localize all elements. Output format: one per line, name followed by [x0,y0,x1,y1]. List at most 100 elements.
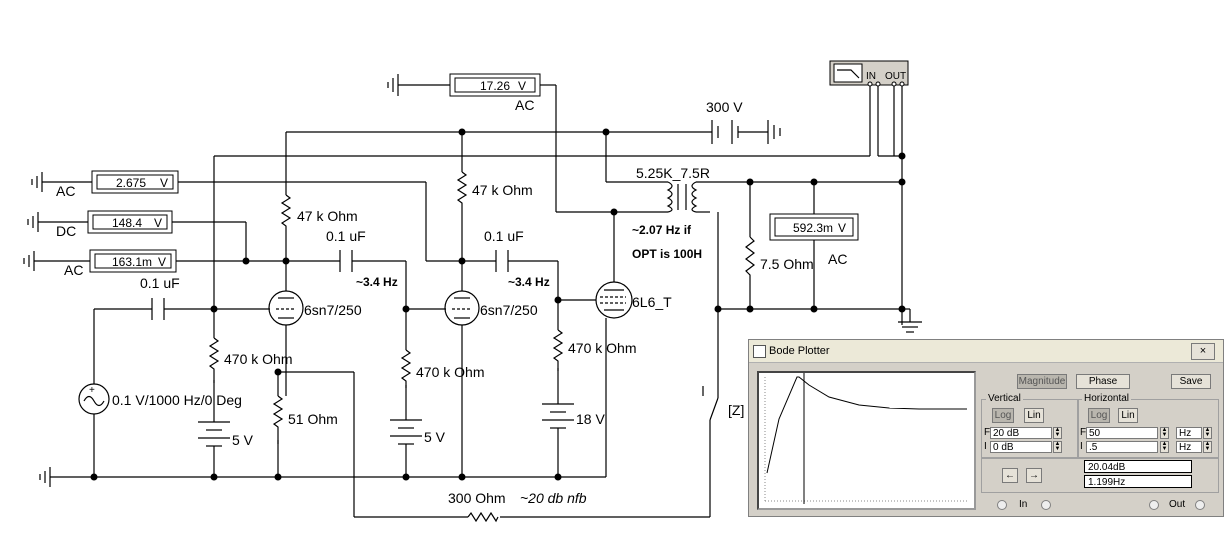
svg-text:2.675: 2.675 [116,176,146,190]
label-r300: 300 Ohm [448,490,506,506]
vertical-i-label: I [984,441,987,452]
tube-6sn7-a [268,290,304,326]
horizontal-initial-unit-spinner[interactable]: ▲▼ [1203,441,1212,453]
cursor-right-button[interactable]: → [1026,468,1042,483]
cursor-left-button[interactable]: ← [1002,468,1018,483]
horizontal-final-spinner[interactable]: ▲▼ [1160,427,1169,439]
label-r47k-a: 47 k Ohm [297,208,358,224]
bode-title-bar[interactable]: Bode Plotter × [749,340,1223,363]
phase-button[interactable]: Phase [1076,374,1130,389]
capacitor-input [151,298,165,320]
bode-plotter-icon[interactable]: IN OUT [829,60,909,87]
label-note-1: ~2.07 Hz if [632,223,692,237]
horizontal-final-unit-spinner[interactable]: ▲▼ [1203,427,1212,439]
bode-window-icon [753,345,766,358]
tube-6sn7-b [444,290,480,326]
battery-18v [542,403,574,434]
label-tube-2: 6sn7/250 [480,302,538,318]
close-icon[interactable]: × [1191,343,1215,360]
label-c01-a: 0.1 uF [326,228,366,244]
resistor-47k-b [456,171,468,210]
vertical-final-field[interactable]: 20 dB [990,427,1052,439]
output-transformer [666,181,698,213]
bode-plot-svg [764,373,967,504]
label-bat-5v-b: 5 V [424,429,446,445]
ground-symbol [387,74,399,96]
readout-frequency: 1.199Hz [1084,475,1192,488]
horizontal-lin-button[interactable]: Lin [1118,408,1138,423]
svg-text:V: V [518,79,526,93]
voltmeter-left3: 163.1m V [89,249,177,273]
vertical-final-spinner[interactable]: ▲▼ [1053,427,1062,439]
label-note-2: OPT is 100H [632,247,702,261]
in-terminal-minus[interactable] [997,500,1007,510]
vertical-log-button[interactable]: Log [992,408,1014,423]
save-button[interactable]: Save [1171,374,1211,389]
readout-magnitude: 20.04dB [1084,460,1192,473]
switch-z [702,386,719,421]
svg-text:592.3m: 592.3m [793,221,833,235]
voltmeter-left1: 2.675 V [91,170,179,194]
capacitor-a [339,250,353,272]
label-300v: 300 V [706,99,743,115]
resistor-47k-a [280,194,292,233]
label-tube-3: 6L6_T [632,294,672,310]
svg-text:V: V [160,176,168,190]
vertical-initial-spinner[interactable]: ▲▼ [1053,441,1062,453]
vertical-label: Vertical [986,393,1023,404]
magnitude-button[interactable]: Magnitude [1017,374,1067,389]
out-terminal-plus[interactable] [1149,500,1159,510]
capacitor-b [495,250,509,272]
vertical-group: Vertical Log Lin F 20 dB ▲▼ I 0 dB ▲▼ [981,393,1079,459]
horizontal-group: Horizontal Log Lin F 50 ▲▼ Hz ▲▼ I .5 ▲▼… [1077,393,1219,459]
label-bat-18v: 18 V [576,411,605,427]
label-r470k-a: 470 k Ohm [224,351,292,367]
tube-6l6 [595,281,633,319]
in-label: In [1019,499,1028,510]
resistor-470k-a [208,337,220,383]
label-dc-left: DC [56,223,76,239]
battery-5v-a [198,421,230,452]
horizontal-log-button[interactable]: Log [1088,408,1110,423]
svg-text:17.26: 17.26 [480,79,510,93]
horizontal-initial-field[interactable]: .5 [1086,441,1158,453]
svg-text:V: V [158,255,166,269]
resistor-300 [467,511,499,523]
horizontal-initial-unit[interactable]: Hz [1176,441,1202,453]
svg-text:V: V [154,216,162,230]
bode-title: Bode Plotter [769,345,830,357]
voltmeter-left2: 148.4 V [87,210,173,234]
wires [34,84,911,518]
label-source: 0.1 V/1000 Hz/0 Deg [112,392,242,408]
label-hz-a: ~3.4 Hz [356,275,398,289]
resistor-470k-b [400,349,412,388]
horizontal-final-field[interactable]: 50 [1086,427,1158,439]
voltmeter-top: 17.26 V [449,73,541,97]
svg-text:+: + [89,385,95,396]
in-terminal-plus[interactable] [1041,500,1051,510]
vertical-initial-field[interactable]: 0 dB [990,441,1052,453]
resistor-7-5 [745,236,755,287]
label-c01-b: 0.1 uF [484,228,524,244]
label-hz-b: ~3.4 Hz [508,275,550,289]
ground-symbol [898,321,922,333]
label-switch-key: [Z] [728,402,744,418]
label-r75: 7.5 Ohm [760,256,814,272]
horizontal-f-label: F [1080,427,1087,438]
ac-source: + [78,383,110,415]
label-c01-in: 0.1 uF [140,275,180,291]
svg-text:163.1m: 163.1m [112,255,152,269]
vertical-f-label: F [984,427,991,438]
horizontal-final-unit[interactable]: Hz [1176,427,1202,439]
out-terminal-minus[interactable] [1195,500,1205,510]
ground-symbol [23,251,35,271]
ground-symbol [27,212,39,232]
horizontal-initial-spinner[interactable]: ▲▼ [1160,441,1169,453]
label-bat-5v-a: 5 V [232,432,254,448]
vertical-lin-button[interactable]: Lin [1024,408,1044,423]
label-tube-1: 6sn7/250 [304,302,362,318]
magnitude-curve [766,376,967,474]
horizontal-i-label: I [1080,441,1083,452]
label-nfb: ~20 db nfb [520,490,587,506]
